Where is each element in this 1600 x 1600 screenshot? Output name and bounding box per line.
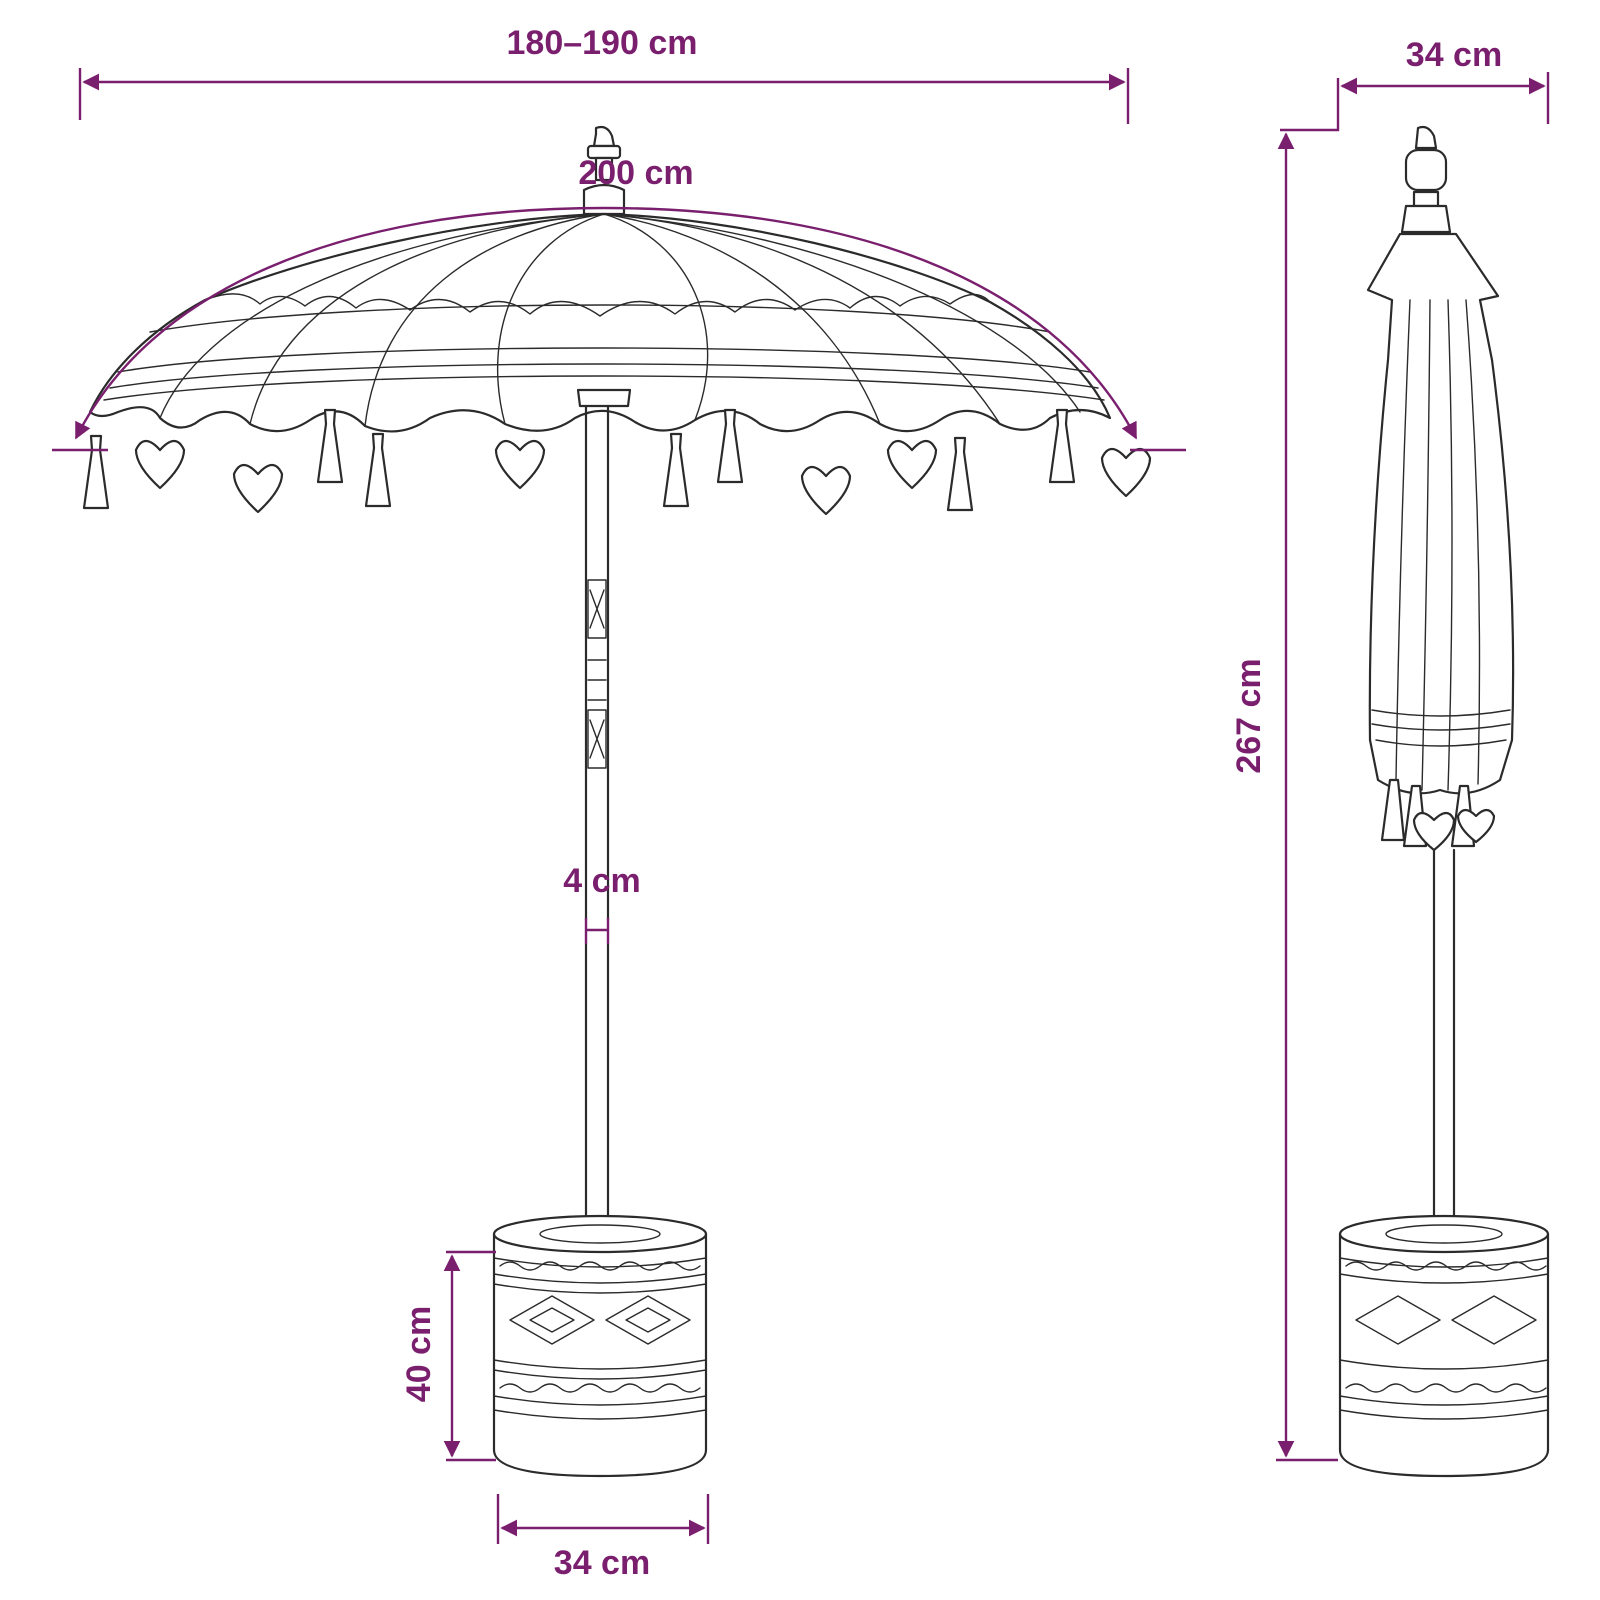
base-width-label: 34 cm bbox=[554, 1544, 650, 1582]
heart-ornament bbox=[232, 463, 284, 514]
base-height-label: 40 cm bbox=[400, 1306, 438, 1402]
open-umbrella-drawing bbox=[88, 125, 1112, 1478]
open-base bbox=[492, 1214, 708, 1478]
closed-pole bbox=[1432, 848, 1456, 1228]
canopy-ribs bbox=[159, 213, 1081, 427]
tassel-ornament bbox=[946, 436, 974, 512]
closed-canopy-folds bbox=[1371, 299, 1511, 791]
heart-ornament bbox=[1100, 447, 1152, 498]
heart-ornament bbox=[134, 439, 186, 490]
closed-canopy bbox=[1366, 232, 1515, 795]
tassel-ornament bbox=[316, 408, 344, 484]
canopy bbox=[88, 212, 1112, 433]
closed-base bbox=[1338, 1214, 1550, 1478]
open-pole bbox=[584, 404, 610, 1226]
canopy-ornaments bbox=[82, 408, 1152, 516]
canopy-arc-arrow bbox=[74, 206, 1138, 440]
heart-ornament bbox=[494, 439, 546, 490]
dimension-labels: 180–190 cm 200 cm 4 cm 40 cm 34 cm 267 c… bbox=[400, 24, 1502, 1582]
top-width-label: 34 cm bbox=[1406, 36, 1502, 74]
tassel-ornament bbox=[662, 432, 690, 508]
closed-finial bbox=[1400, 125, 1452, 234]
pole-diameter-label: 4 cm bbox=[563, 862, 641, 900]
closed-tassels bbox=[1380, 778, 1496, 852]
total-height-label: 267 cm bbox=[1230, 658, 1268, 773]
finial bbox=[582, 125, 626, 216]
tassel-ornament bbox=[1048, 408, 1076, 484]
dimension-lines bbox=[52, 68, 1550, 1544]
canopy-hub bbox=[576, 388, 632, 408]
closed-umbrella-drawing bbox=[1338, 125, 1550, 1478]
heart-ornament bbox=[886, 439, 938, 490]
tassel-ornament bbox=[364, 432, 392, 508]
canopy-width-label: 180–190 cm bbox=[507, 24, 698, 62]
total-height-extension-top bbox=[1280, 78, 1340, 132]
tassel-ornament bbox=[716, 408, 744, 484]
canopy-bands bbox=[103, 293, 1105, 401]
tassel-ornament bbox=[82, 434, 110, 510]
heart-ornament bbox=[800, 465, 852, 516]
canopy-arc-label: 200 cm bbox=[578, 154, 693, 192]
